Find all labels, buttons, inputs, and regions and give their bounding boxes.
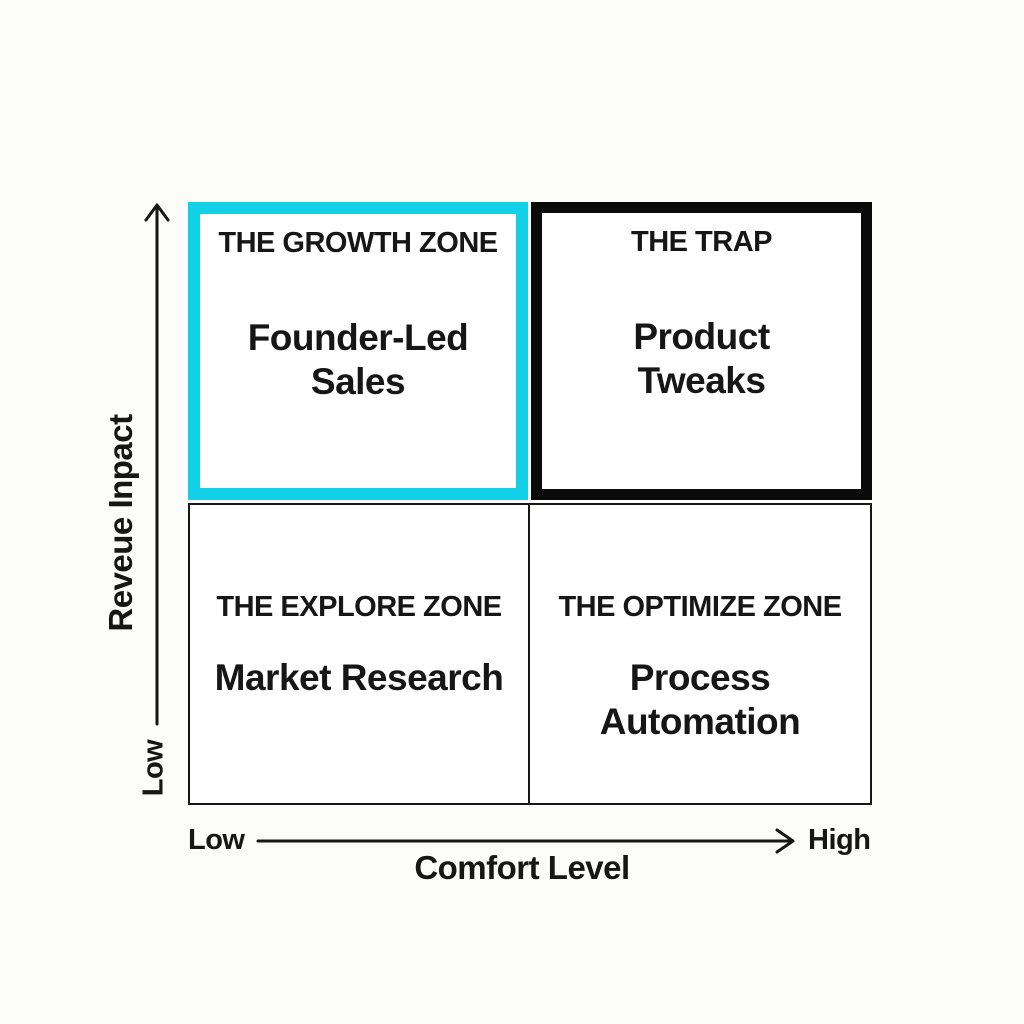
y-axis-arrowhead-icon <box>144 203 170 222</box>
quadrant-optimize-zone: THE OPTIMIZE ZONE Process Automation <box>528 503 872 805</box>
quadrant-trap: THE TRAP Product Tweaks <box>531 202 872 500</box>
zone-title-trap: THE TRAP <box>631 226 773 258</box>
zone-title-optimize: THE OPTIMIZE ZONE <box>558 591 842 623</box>
x-axis-title: Comfort Level <box>414 849 630 886</box>
zone-title-explore: THE EXPLORE ZONE <box>216 591 502 623</box>
y-axis-title: Reveue Inpact <box>102 414 139 632</box>
x-axis-arrowhead-icon <box>775 828 795 854</box>
quadrant-label-growth: Founder-Led Sales <box>247 317 469 402</box>
quadrant-growth-zone: THE GROWTH ZONE Founder-Led Sales <box>188 202 528 500</box>
quadrant-explore-zone: THE EXPLORE ZONE Market Research <box>188 503 530 805</box>
quadrant-label-trap: Product Tweaks <box>633 316 770 401</box>
zone-title-growth: THE GROWTH ZONE <box>218 227 498 259</box>
quadrant-label-explore: Market Research <box>214 657 504 698</box>
x-axis-max-label: High <box>808 824 871 856</box>
x-axis-min-label: Low <box>188 824 245 856</box>
y-axis-min-label: Low <box>137 739 170 797</box>
quadrant-label-optimize: Process Automation <box>599 657 801 742</box>
